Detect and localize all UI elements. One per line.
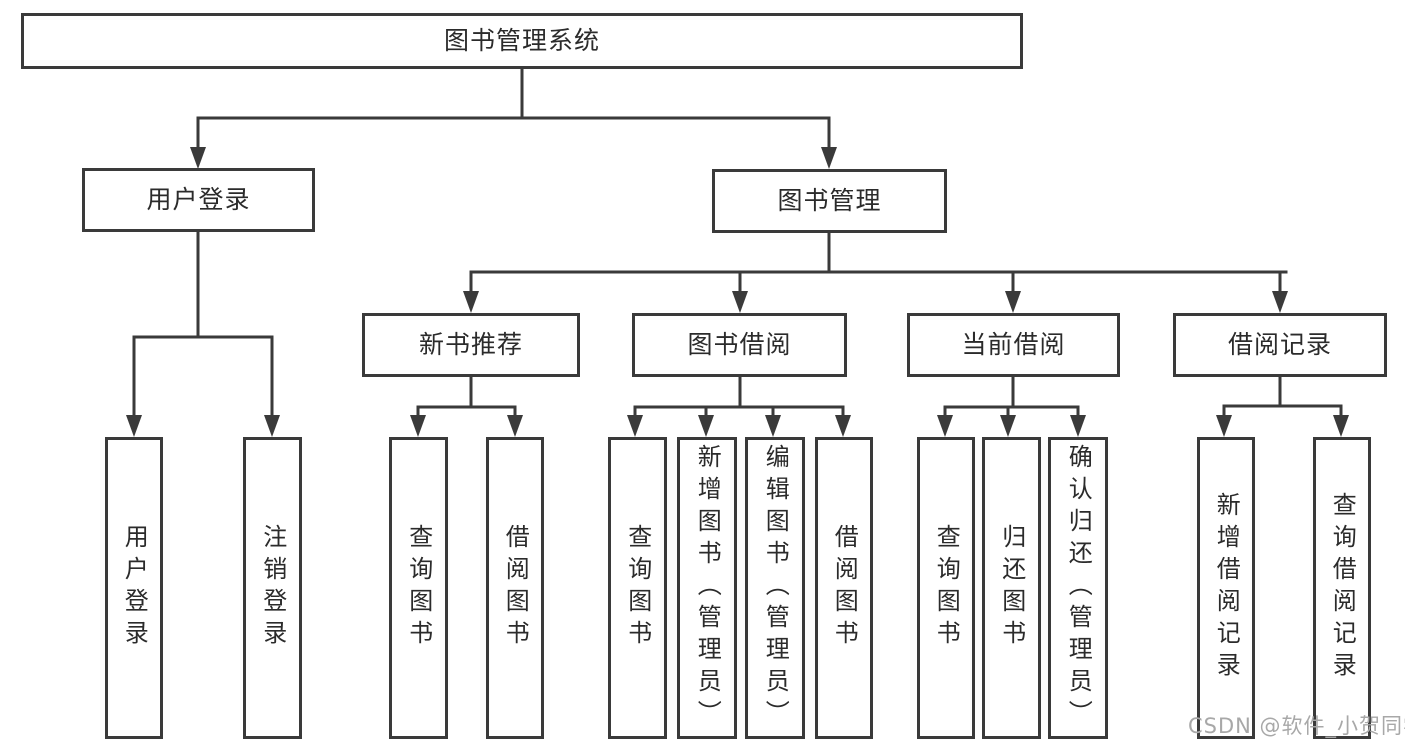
leaf-add-borrow-record: 新增借阅记录 [1197,437,1255,739]
leaf-add-borrow-record-label: 新增借阅记录 [1212,492,1241,684]
leaf-logout-label: 注销登录 [258,524,287,652]
connector-bookmgmt-to-level3 [463,233,1288,313]
node-borrow-records-label: 借阅记录 [1227,330,1332,360]
arrowhead [1272,291,1288,313]
arrowhead [126,415,142,437]
arrowhead [1216,415,1232,437]
leaf-confirm-return-admin: 确认归还（管理员） [1048,437,1108,739]
node-user-login: 用户登录 [82,168,315,232]
node-book-borrow: 图书借阅 [632,313,847,377]
leaf-query-books-borrow: 查询图书 [608,437,667,739]
arrowhead [821,147,837,169]
leaf-query-books-borrow-label: 查询图书 [623,524,652,652]
arrowhead [507,415,523,437]
node-new-book-rec-label: 新书推荐 [418,330,523,360]
arrowhead [1070,415,1086,437]
leaf-query-books-rec: 查询图书 [389,437,448,739]
arrowhead [627,415,643,437]
leaf-confirm-return-admin-label: 确认归还（管理员） [1064,444,1093,732]
arrowhead [190,147,206,169]
arrowhead [937,415,953,437]
leaf-query-books-current: 查询图书 [917,437,975,739]
node-book-borrow-label: 图书借阅 [687,330,792,360]
leaf-logout: 注销登录 [243,437,302,739]
leaf-borrow-books-rec: 借阅图书 [486,437,544,739]
connector-records-to-leaves [1216,377,1349,437]
node-user-login-label: 用户登录 [146,185,251,215]
leaf-borrow-books-borrow-label: 借阅图书 [830,524,859,652]
leaf-add-book-admin: 新增图书（管理员） [677,437,737,739]
node-new-book-rec: 新书推荐 [362,313,580,377]
leaf-return-book-label: 归还图书 [997,524,1026,652]
arrowhead [732,291,748,313]
arrowhead [1000,415,1016,437]
connector-userlogin-to-leaves [126,232,280,437]
arrowhead [264,415,280,437]
leaf-query-books-current-label: 查询图书 [932,524,961,652]
node-book-mgmt: 图书管理 [712,169,947,233]
arrowhead [698,415,714,437]
arrowhead [765,415,781,437]
leaf-borrow-books-rec-label: 借阅图书 [501,524,530,652]
arrowhead [463,291,479,313]
arrowhead [1005,291,1021,313]
connector-bookborrow-to-leaves [627,377,851,437]
leaf-query-books-rec-label: 查询图书 [404,524,433,652]
leaf-edit-book-admin-label: 编辑图书（管理员） [761,444,790,732]
leaf-return-book: 归还图书 [982,437,1041,739]
leaf-user-login: 用户登录 [105,437,163,739]
leaf-query-borrow-record: 查询借阅记录 [1313,437,1371,739]
node-root-label: 图书管理系统 [443,26,600,56]
leaf-edit-book-admin: 编辑图书（管理员） [745,437,805,739]
leaf-borrow-books-borrow: 借阅图书 [815,437,873,739]
node-book-mgmt-label: 图书管理 [777,186,882,216]
node-current-borrow-label: 当前借阅 [961,330,1066,360]
connector-currentborrow-to-leaves [937,377,1086,437]
node-root: 图书管理系统 [21,13,1023,69]
node-borrow-records: 借阅记录 [1173,313,1387,377]
arrowhead [410,415,426,437]
arrowhead [1333,415,1349,437]
leaf-user-login-label: 用户登录 [120,524,149,652]
connector-root-to-level2 [190,69,837,169]
arrowhead [835,415,851,437]
leaf-query-borrow-record-label: 查询借阅记录 [1328,492,1357,684]
connector-newbookrec-to-leaves [410,377,523,437]
watermark-text: CSDN @软件_小贺同学 [1188,714,1405,738]
leaf-add-book-admin-label: 新增图书（管理员） [693,444,722,732]
node-current-borrow: 当前借阅 [907,313,1120,377]
